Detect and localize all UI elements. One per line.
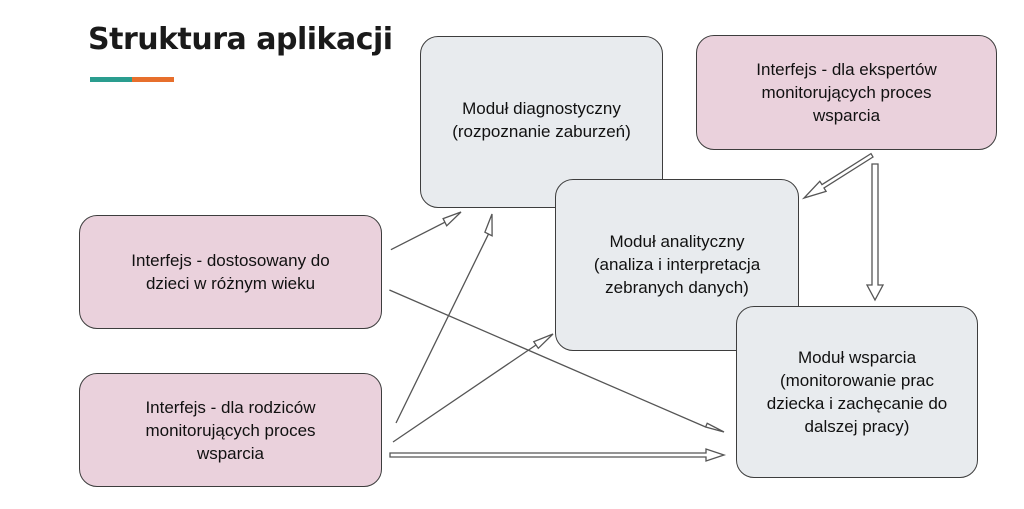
support-module-box: Moduł wsparcia (monitorowanie prac dziec… — [736, 306, 978, 478]
title-accent-teal — [90, 77, 132, 82]
box-line: dziecka i zachęcanie do — [766, 394, 948, 413]
box-line: dalszej pracy) — [804, 417, 910, 436]
arrow-parent-to-support — [389, 448, 727, 462]
title-accent-orange — [132, 77, 174, 82]
box-line: (monitorowanie prac — [779, 371, 934, 390]
box-line: dzieci w różnym wieku — [145, 274, 316, 293]
diagnostic-module-box: Moduł diagnostyczny (rozpoznanie zaburze… — [420, 36, 663, 208]
arrow-child-to-diagnostic — [390, 211, 462, 251]
slide-title: Struktura aplikacji — [88, 22, 393, 57]
arrow-parent-to-analytic — [392, 333, 554, 443]
box-line: wsparcia — [812, 106, 881, 125]
box-line: (rozpoznanie zaburzeń) — [452, 122, 631, 141]
box-line: Interfejs - dla rodziców — [145, 397, 316, 417]
box-line: Moduł wsparcia — [797, 348, 917, 367]
expert-interface-box: Interfejs - dla ekspertów monitorujących… — [696, 35, 997, 150]
box-line: zebranych danych) — [605, 278, 749, 297]
box-line: monitorujących proces — [145, 420, 316, 440]
arrow-expert-to-analytic — [801, 152, 874, 200]
arrow-expert-to-support — [865, 163, 885, 302]
box-line: Interfejs - dostosowany do — [131, 251, 330, 270]
box-line: Interfejs - dla ekspertów — [756, 60, 937, 79]
arrow-parent-to-diagnostic — [395, 213, 493, 424]
child-interface-box: Interfejs - dostosowany do dzieci w różn… — [79, 215, 382, 329]
box-line: Moduł diagnostyczny — [462, 99, 621, 118]
box-line: (analiza i interpretacja — [593, 255, 761, 274]
box-line: wsparcia — [196, 443, 265, 463]
box-line: Moduł analityczny — [609, 232, 745, 251]
parent-interface-box: Interfejs - dla rodziców monitorujących … — [79, 373, 382, 487]
box-line: monitorujących proces — [761, 83, 932, 102]
arrow-child-to-support — [389, 289, 725, 433]
